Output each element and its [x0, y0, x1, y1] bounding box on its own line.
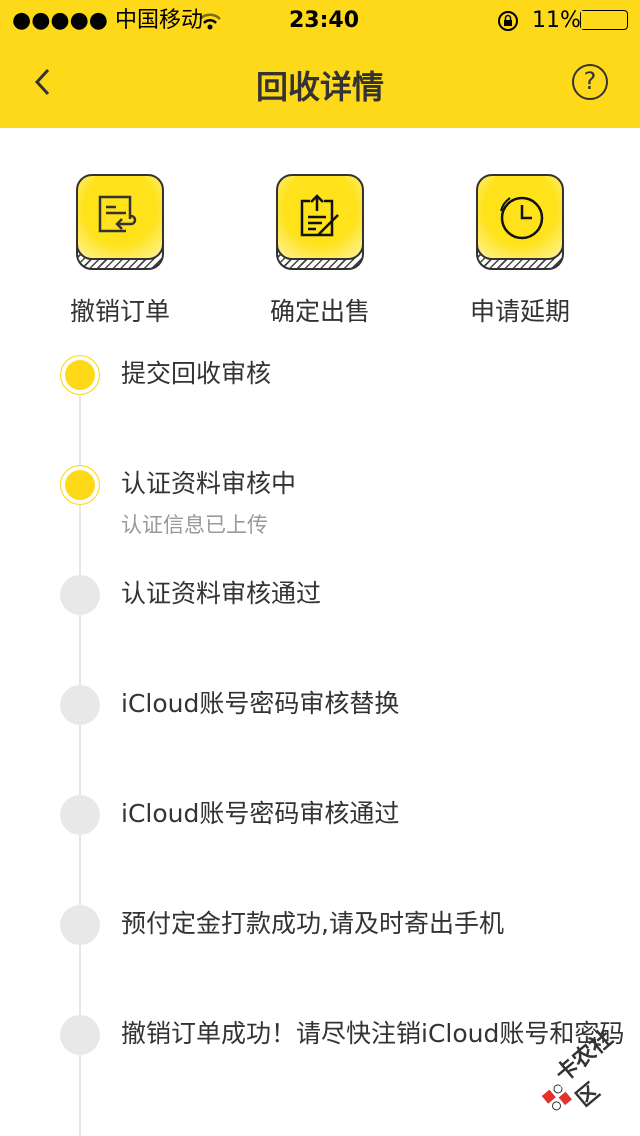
confirm-sale-label: 确定出售	[269, 297, 370, 326]
confirm-sale-button[interactable]: 确定出售	[250, 174, 390, 328]
step-title: iCloud账号密码审核替换	[121, 689, 400, 718]
battery-percent: 11%	[532, 8, 581, 33]
page-title: 回收详情	[255, 68, 384, 106]
clock-icon	[500, 196, 544, 240]
step-subtitle: 认证信息已上传	[121, 513, 268, 537]
wifi-icon	[199, 13, 221, 30]
step-title: 认证资料审核通过	[121, 579, 322, 608]
timeline-step: iCloud账号密码审核替换	[0, 685, 640, 795]
timeline-step: 预付定金打款成功,请及时寄出手机	[0, 905, 640, 1015]
step-title: 预付定金打款成功,请及时寄出手机	[121, 909, 504, 938]
timeline-step: 提交回收审核	[0, 355, 640, 465]
cancel-order-button[interactable]: 撤销订单	[50, 174, 190, 328]
header-bar: ●●●●● 中国移动 23:40 11% 回收详情 ?	[0, 0, 640, 128]
status-dot	[60, 1015, 100, 1055]
timeline-step: 认证资料审核中认证信息已上传	[0, 465, 640, 575]
timeline-step: 认证资料审核通过	[0, 575, 640, 685]
help-button[interactable]: ?	[572, 64, 608, 100]
step-title: iCloud账号密码审核通过	[121, 799, 400, 828]
cancel-order-icon	[98, 195, 137, 233]
extend-label: 申请延期	[469, 297, 570, 326]
step-title: 撤销订单成功！请尽快注销iCloud账号和密码	[121, 1019, 625, 1048]
clock: 23:40	[289, 8, 360, 33]
timeline-step: 撤销订单成功！请尽快注销iCloud账号和密码	[0, 1015, 640, 1125]
status-dot	[60, 355, 100, 395]
status-dot	[60, 905, 100, 945]
rotation-lock-icon	[498, 11, 518, 31]
confirm-sale-icon	[300, 194, 339, 237]
timeline-step: iCloud账号密码审核通过	[0, 795, 640, 905]
watermark-logo: 卡农社区	[527, 1014, 640, 1131]
status-dot	[60, 465, 100, 505]
step-title: 提交回收审核	[121, 359, 272, 388]
back-button[interactable]	[28, 64, 68, 104]
battery-icon	[580, 10, 628, 30]
status-dot	[60, 685, 100, 725]
status-dot	[60, 575, 100, 615]
carrier: ●●●●● 中国移动	[12, 8, 203, 33]
step-title: 认证资料审核中	[121, 469, 297, 498]
status-dot	[60, 795, 100, 835]
extend-button[interactable]: 申请延期	[450, 174, 590, 328]
cancel-order-label: 撤销订单	[69, 297, 170, 326]
timeline-line	[79, 375, 81, 1136]
